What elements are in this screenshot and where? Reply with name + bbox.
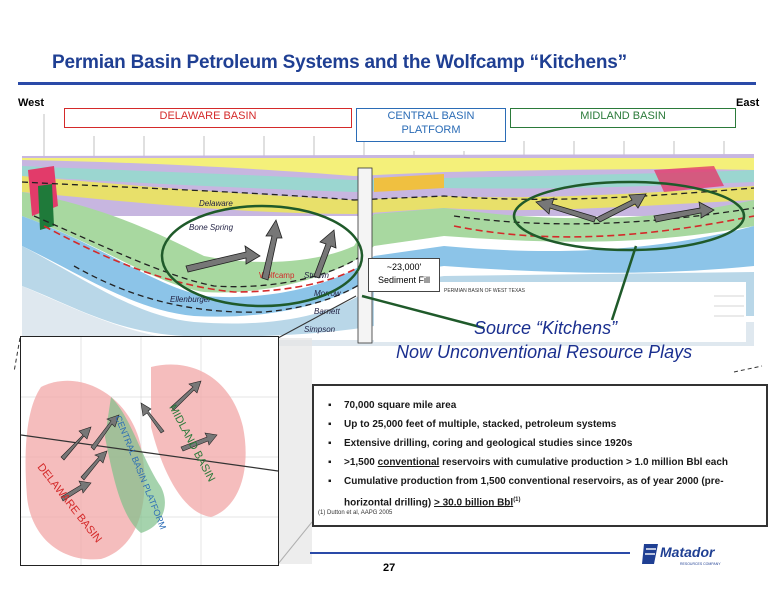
fact-text: Up to 25,000 feet of multiple, stacked, … xyxy=(344,419,617,430)
central-platform-line2: PLATFORM xyxy=(401,124,461,136)
fact-underline: > 30.0 billion Bbl xyxy=(434,497,514,509)
fill-depth: ~23,000' xyxy=(386,262,422,272)
delaware-basin-label: DELAWARE BASIN xyxy=(64,108,352,128)
source-kitchens-line1: Source “Kitchens” xyxy=(474,318,618,338)
fact-item: Cumulative production from 1,500 convent… xyxy=(328,472,766,491)
unit-label: Delaware xyxy=(199,199,233,208)
migration-arrow xyxy=(185,245,261,273)
fill-label: Sediment Fill xyxy=(377,275,431,285)
pointer-line xyxy=(610,245,638,321)
migration-arrow xyxy=(261,219,283,281)
footer-rule xyxy=(310,552,630,554)
facts-box: 70,000 square mile area Up to 25,000 fee… xyxy=(312,384,768,527)
fact-text: Extensive drilling, coring and geologica… xyxy=(344,438,633,449)
fact-text: 70,000 square mile area xyxy=(344,400,457,411)
central-platform-label: CENTRAL BASIN PLATFORM xyxy=(356,108,506,142)
migration-arrow xyxy=(653,201,715,223)
migration-arrow xyxy=(313,229,337,279)
fact-text: horizontal drilling) xyxy=(344,497,434,509)
fact-item: Up to 25,000 feet of multiple, stacked, … xyxy=(328,415,766,434)
fact-text: Cumulative production from 1,500 convent… xyxy=(344,476,724,487)
footnote-ref: (1) xyxy=(513,497,521,503)
title-rule xyxy=(18,82,756,85)
migration-arrow xyxy=(535,197,597,223)
page-number: 27 xyxy=(383,562,396,574)
west-label: West xyxy=(18,97,45,109)
delaware-basin-text: DELAWARE BASIN xyxy=(159,110,257,122)
midland-basin-label: MIDLAND BASIN xyxy=(510,108,736,128)
midland-basin-text: MIDLAND BASIN xyxy=(580,110,666,122)
logo-subtext: RESOURCES COMPANY xyxy=(680,562,721,566)
unit-label: Bone Spring xyxy=(189,223,234,232)
fact-item: 70,000 square mile area xyxy=(328,396,766,415)
footnote: (1) Dutton et al, AAPG 2005 xyxy=(318,510,393,516)
sediment-fill-box: ~23,000' Sediment Fill xyxy=(368,258,440,292)
pointer-line xyxy=(361,294,485,330)
migration-arrow xyxy=(595,193,647,223)
fact-item: Extensive drilling, coring and geologica… xyxy=(328,434,766,453)
facts-list: 70,000 square mile area Up to 25,000 fee… xyxy=(314,386,766,512)
kitchen-ellipse-delaware xyxy=(160,204,364,308)
unit-label: Simpson xyxy=(304,325,336,334)
xsec-caption: PERMIAN BASIN OF WEST TEXAS xyxy=(444,288,526,294)
logo-text: Matador xyxy=(660,544,716,560)
fact-text: >1,500 xyxy=(344,457,378,468)
kitchen-ellipse-midland xyxy=(512,180,746,252)
page-title: Permian Basin Petroleum Systems and the … xyxy=(52,52,627,73)
basin-map: DELAWARE BASIN CENTRAL BASIN PLATFORM MI… xyxy=(20,336,279,566)
source-kitchens-line2: Now Unconventional Resource Plays xyxy=(396,342,693,362)
fact-item: >1,500 conventional reservoirs with cumu… xyxy=(328,453,766,472)
fact-text: reservoirs with cumulative production > … xyxy=(439,457,729,468)
fact-underline: conventional xyxy=(377,457,440,468)
central-platform-line1: CENTRAL BASIN xyxy=(387,110,475,122)
unit-label: Wolfcamp xyxy=(259,271,295,280)
fact-item-continued: horizontal drilling) > 30.0 billion Bbl(… xyxy=(328,491,766,512)
matador-logo: Matador RESOURCES COMPANY xyxy=(642,544,721,566)
east-label: East xyxy=(736,97,760,109)
unit-label: Ellenburger xyxy=(170,295,211,304)
